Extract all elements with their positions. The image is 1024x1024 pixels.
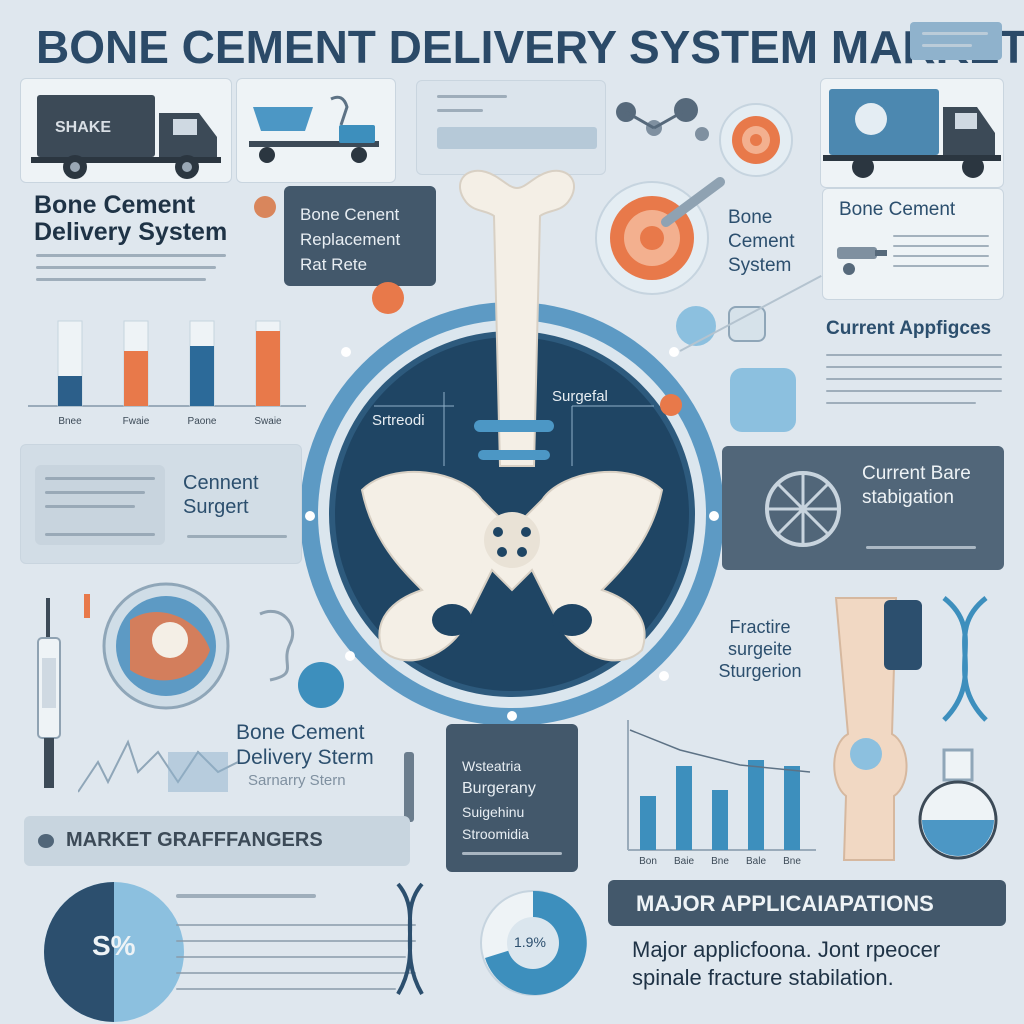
target-icon <box>719 103 793 177</box>
tooth-icon <box>676 306 716 346</box>
small-orange-tick <box>84 594 90 618</box>
replacement-rate-text: Bone Cenent Replacement Rat Rete <box>300 205 401 274</box>
tooth-icon-2 <box>728 306 766 342</box>
label-line: Bone <box>728 207 773 228</box>
truck-panel-right <box>820 78 1004 188</box>
donut-center-label: 1.9% <box>514 934 546 950</box>
femur-icon <box>459 169 575 467</box>
surgery-types-card: Wsteatria Burgerany Suigehinu Stroomidia <box>446 724 578 872</box>
major-apps-title: Major Applicaiapations <box>636 891 934 916</box>
bottom-text-block <box>176 888 426 1008</box>
tick-label: Fwaie <box>123 416 150 427</box>
vertebra-ring <box>478 450 550 460</box>
cement-surgery-label: Cennent Surgert <box>183 472 259 518</box>
small-vial-icon <box>404 752 414 822</box>
current-stabilization-panel: Current Bare stabigation <box>722 446 1004 570</box>
bar <box>190 346 214 406</box>
major-apps-text: Major applicfoona. Jont rpeocer spinale … <box>632 937 941 990</box>
orange-dot-icon <box>372 282 404 314</box>
major-apps-title-bar: Major Applicaiapations <box>608 880 1006 926</box>
bone-cement-panel: Bone Cement <box>822 188 1004 300</box>
truck-panel: SHAKE <box>20 78 232 183</box>
center-label-left: Srtreodi <box>372 412 425 429</box>
molecule-icon <box>616 98 709 141</box>
bar <box>676 766 692 850</box>
bar <box>748 760 764 850</box>
cart-icon <box>249 95 379 163</box>
bar <box>784 766 800 850</box>
surgery-type-line: Wsteatria <box>462 758 522 774</box>
center-label-right: Surgefal <box>552 388 608 405</box>
market-bar: Market Grafffangers <box>24 816 410 866</box>
trend-line <box>629 729 811 773</box>
bar <box>640 796 656 850</box>
spine-illustration <box>78 739 238 793</box>
market-bar-label: Market Grafffangers <box>66 829 323 851</box>
bar <box>256 331 280 406</box>
pelvis-icon <box>360 470 664 662</box>
flask-icon <box>918 748 998 860</box>
bone-cement-system-label: Bone Cement System <box>728 206 818 278</box>
cement-surgery-panel: Cennent Surgert <box>20 444 302 564</box>
truck-label: SHAKE <box>55 119 112 136</box>
bar <box>124 351 148 406</box>
shield-icon <box>730 368 796 432</box>
wheel-icon <box>765 471 841 547</box>
dna-icon <box>942 596 988 722</box>
orange-pointer <box>660 394 682 416</box>
delivery-system-label: Bone Cement Delivery Sterm <box>236 721 374 769</box>
current-applications-title: Current Appfigces <box>826 318 992 339</box>
bar-chart-right: Bon Baie Bne Bale Bne <box>627 720 816 867</box>
dna-icon-bottom <box>396 882 424 996</box>
fracture-label: Fractire surgeite Sturgerion <box>718 617 802 681</box>
delivery-truck-icon <box>823 89 1001 178</box>
donut-chart-left <box>44 882 184 1022</box>
tick-label: Bale <box>746 856 766 867</box>
delivery-system-sub: Sarnarry Stern <box>248 772 346 789</box>
small-orange-circle <box>254 196 276 218</box>
delivery-truck-icon <box>31 95 221 179</box>
delivery-system-heading: Bone Cement Delivery System <box>34 191 228 246</box>
joint-sketch-icon <box>259 609 295 682</box>
tick-label: Swaie <box>254 416 282 427</box>
bar-chart-left: Bnee Fwaie Paone Swaie <box>28 320 306 427</box>
bone-cement-title: Bone Cement <box>839 199 956 220</box>
current-stabilization-label: Current Bare stabigation <box>862 463 971 508</box>
label-line: Cement <box>728 231 795 252</box>
donut-chart-center <box>480 890 587 996</box>
tick-label: Bne <box>783 856 801 867</box>
bar <box>58 376 82 406</box>
bone-cross-section-icon <box>102 582 230 710</box>
surgery-type-line: Suigehinu <box>462 804 525 820</box>
vertebra-ring <box>474 420 554 432</box>
surgery-type-line: Stroomidia <box>462 826 529 842</box>
market-bar-dot <box>38 834 54 848</box>
cursor-badge-icon <box>298 662 344 708</box>
replacement-rate-card: Bone Cenent Replacement Rat Rete <box>284 186 436 286</box>
current-applications-panel: Current Appfigces <box>810 306 1010 436</box>
tick-label: Paone <box>188 416 217 427</box>
tick-label: Bon <box>639 856 657 867</box>
cart-panel <box>236 78 396 183</box>
bone-cement-swirl-icon <box>595 177 725 295</box>
tick-label: Bne <box>711 856 729 867</box>
label-line: System <box>728 255 792 276</box>
tick-label: Baie <box>674 856 694 867</box>
syringe-icon <box>837 247 887 275</box>
page-title: Bone Cement Delivery System Market <box>36 21 1024 73</box>
tick-label: Bnee <box>58 416 82 427</box>
top-center-panel <box>416 80 606 175</box>
vial-icon <box>884 600 922 670</box>
surgery-type-line: Burgerany <box>462 780 536 797</box>
bar <box>712 790 728 850</box>
injector-icon <box>37 598 61 788</box>
donut-left-label: S% <box>92 930 136 961</box>
header-badge <box>910 22 1002 60</box>
